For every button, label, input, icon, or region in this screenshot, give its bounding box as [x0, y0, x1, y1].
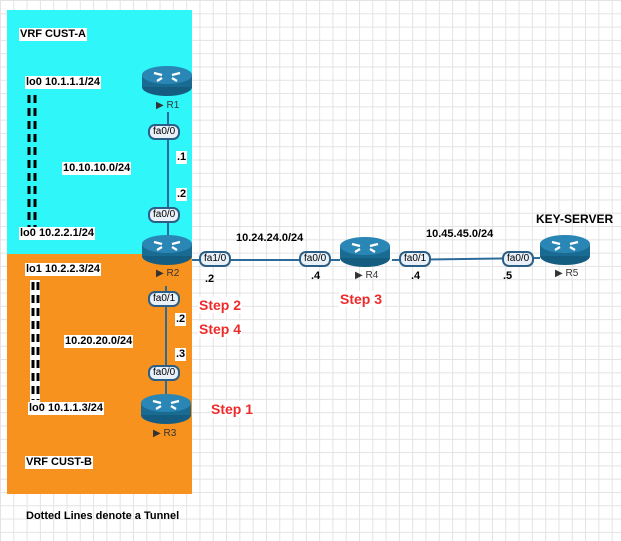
host-r3-addr: .3 [175, 348, 187, 361]
step-4-label: Step 4 [198, 321, 243, 337]
interface-r4-fa0-1[interactable]: fa0/1 [399, 251, 432, 267]
interface-r5-fa0-0[interactable]: fa0/0 [502, 251, 535, 267]
host-r4-addr-a: .4 [311, 270, 321, 282]
interface-r2-fa0-1[interactable]: fa0/1 [148, 291, 181, 307]
tunnel-cust-a [27, 95, 37, 228]
vrf-cust-a-label: VRF CUST-A [19, 28, 87, 41]
router-r5-label: ▶ R5 [555, 268, 579, 279]
vrf-cust-b-label: VRF CUST-B [25, 456, 93, 469]
interface-r3-fa0-0[interactable]: fa0/0 [148, 365, 181, 381]
router-r5-name: R5 [565, 268, 579, 279]
interface-r1-fa0-0[interactable]: fa0/0 [148, 124, 181, 140]
tunnel-cust-b [30, 280, 40, 403]
loopback-r2-lo0: lo0 10.2.2.1/24 [19, 227, 95, 240]
host-r5-addr: .5 [503, 270, 513, 282]
router-r1-label: ▶ R1 [156, 100, 180, 111]
router-r3-label: ▶ R3 [153, 428, 177, 439]
router-r4-name: R4 [365, 270, 379, 281]
router-r5-icon[interactable] [538, 232, 592, 266]
step-2-label: Step 2 [198, 297, 243, 313]
host-r1-addr: .1 [176, 151, 188, 164]
step-1-label: Step 1 [210, 401, 255, 417]
router-r3-name: R3 [163, 428, 177, 439]
router-r2-name: R2 [166, 268, 180, 279]
router-r2-label: ▶ R2 [156, 268, 180, 279]
router-r4-label: ▶ R4 [355, 270, 379, 281]
tunnel-legend: Dotted Lines denote a Tunnel [26, 510, 180, 522]
subnet-r4-r5: 10.45.45.0/24 [426, 228, 494, 240]
router-r4-icon[interactable] [338, 234, 392, 268]
subnet-r2-r3: 10.20.20.0/24 [64, 335, 134, 348]
step-3-label: Step 3 [339, 291, 384, 307]
router-r3-icon[interactable] [139, 391, 193, 425]
host-r2-addr-c: .2 [205, 273, 215, 285]
interface-r4-fa0-0[interactable]: fa0/0 [299, 251, 332, 267]
router-r1-icon[interactable] [140, 63, 194, 97]
router-r1-name: R1 [166, 100, 180, 111]
loopback-r3-lo0: lo0 10.1.1.3/24 [28, 402, 104, 415]
loopback-r1-lo0: lo0 10.1.1.1/24 [25, 76, 101, 89]
loopback-r2-lo1: lo1 10.2.2.3/24 [25, 263, 101, 276]
subnet-r1-r2: 10.10.10.0/24 [62, 162, 132, 175]
host-r2-addr-a: .2 [176, 188, 188, 201]
key-server-label: KEY-SERVER [536, 212, 614, 226]
router-r2-icon[interactable] [140, 232, 194, 266]
subnet-r2-r4: 10.24.24.0/24 [236, 232, 304, 244]
host-r4-addr-b: .4 [411, 270, 421, 282]
interface-r2-fa1-0[interactable]: fa1/0 [199, 251, 232, 267]
interface-r2-fa0-0[interactable]: fa0/0 [148, 207, 181, 223]
host-r2-addr-b: .2 [175, 313, 187, 326]
